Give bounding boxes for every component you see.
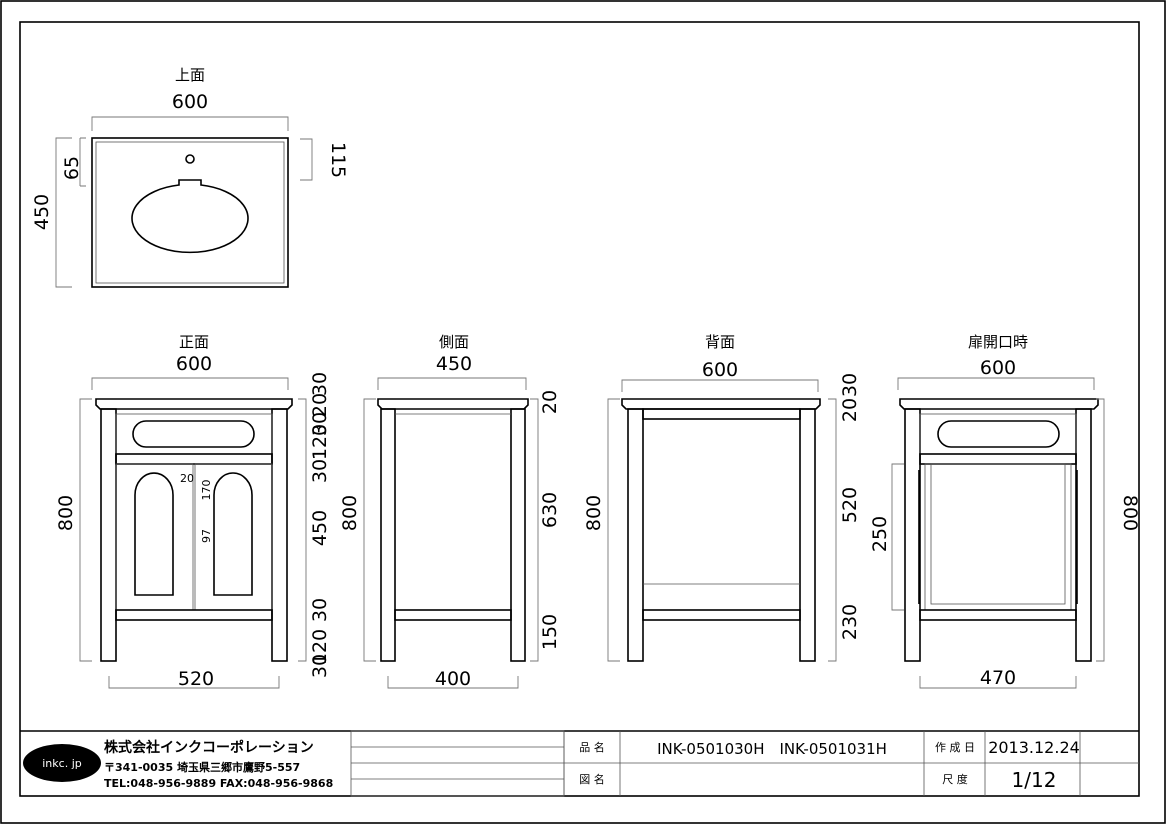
company-logo <box>23 744 101 782</box>
open-view-door-height: 250 <box>869 516 891 552</box>
door-dim-170: 170 <box>200 480 213 501</box>
scale-label: 尺 度 <box>942 772 968 786</box>
top-view-hole-dim: 65 <box>61 156 83 180</box>
back-dim-r2: 520 <box>839 487 861 523</box>
product-label: 品 名 <box>579 740 605 754</box>
top-view-title: 上面 <box>175 66 205 84</box>
back-view-title: 背面 <box>705 333 735 351</box>
side-dim-r0: 20 <box>539 390 561 414</box>
side-dim-r2: 150 <box>539 614 561 650</box>
front-view-inner-width: 520 <box>178 668 214 690</box>
product-value: INK-0501030H INK-0501031H <box>657 740 887 758</box>
company-name: 株式会社インクコーポレーション <box>104 739 314 756</box>
company-address: 〒341-0035 埼玉県三郷市鷹野5-557 <box>104 760 300 774</box>
title-block: inkc. jp 株式会社インクコーポレーション 〒341-0035 埼玉県三郷… <box>20 730 1139 797</box>
back-view-height: 800 <box>583 495 605 531</box>
front-view: 正面 600 20 170 97 800 520 30 20 30 <box>55 333 331 690</box>
open-view-inner-width: 470 <box>980 667 1016 689</box>
open-view-height: 800 <box>1119 495 1141 531</box>
top-view-back-dim: 115 <box>327 142 349 178</box>
date-value: 2013.12.24 <box>988 738 1080 757</box>
front-dim-r2: 30 <box>309 412 331 436</box>
company-tel-fax: TEL:048-956-9889 FAX:048-956-9868 <box>104 777 333 790</box>
side-view-inner-width: 400 <box>435 668 471 690</box>
door-dim-97: 97 <box>200 529 213 543</box>
back-dim-r3: 230 <box>839 604 861 640</box>
top-view: 上面 600 450 65 115 <box>31 66 349 288</box>
front-dim-r3: 120 <box>309 424 331 460</box>
front-dim-r1: 20 <box>309 393 331 417</box>
front-view-title: 正面 <box>179 333 209 351</box>
back-view-width: 600 <box>702 359 738 381</box>
back-dim-r1: 20 <box>839 398 861 422</box>
front-view-width: 600 <box>176 353 212 375</box>
front-dim-r5: 450 <box>309 510 331 546</box>
front-view-height: 800 <box>55 495 77 531</box>
scale-value: 1/12 <box>1012 768 1057 792</box>
logo-text: inkc. jp <box>42 757 81 770</box>
top-view-depth: 450 <box>31 194 53 230</box>
side-view: 側面 450 800 400 20 630 150 <box>339 333 561 690</box>
side-view-title: 側面 <box>439 333 469 351</box>
front-dim-r8: 30 <box>309 654 331 678</box>
side-view-width: 450 <box>436 353 472 375</box>
side-view-height: 800 <box>339 495 361 531</box>
open-view: 扉開口時 600 250 800 470 <box>869 333 1141 689</box>
open-view-width: 600 <box>980 357 1016 379</box>
date-label: 作 成 日 <box>935 741 975 754</box>
back-dim-r0: 30 <box>839 373 861 397</box>
side-dim-r1: 630 <box>539 492 561 528</box>
front-dim-r0: 30 <box>309 372 331 396</box>
back-view: 背面 600 800 30 20 520 230 <box>583 333 861 662</box>
drawing-label: 図 名 <box>579 772 605 786</box>
open-view-title: 扉開口時 <box>968 333 1028 351</box>
front-dim-r7: 120 <box>309 629 331 665</box>
front-dim-r4: 30 <box>309 459 331 483</box>
door-dim-20: 20 <box>180 472 194 485</box>
drawing-frame <box>19 21 1140 797</box>
top-view-width: 600 <box>172 91 208 113</box>
front-dim-r6: 30 <box>309 598 331 622</box>
